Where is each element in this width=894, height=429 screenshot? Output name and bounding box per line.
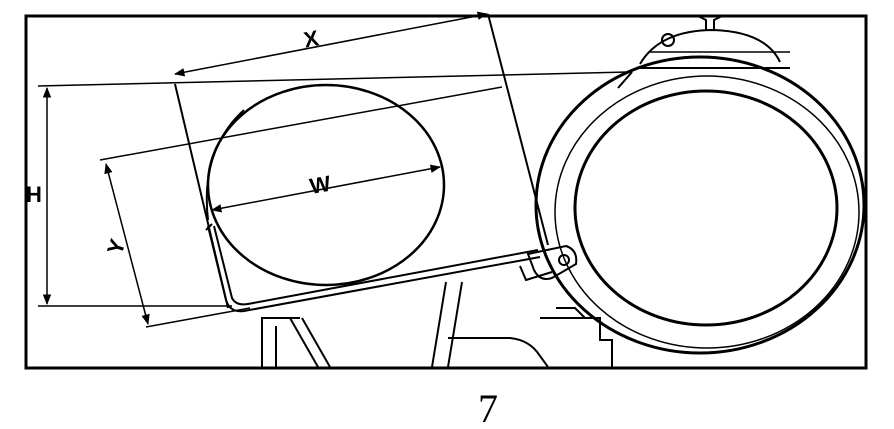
dimension-h xyxy=(37,71,629,307)
dimension-x xyxy=(173,11,489,77)
saw-wheel-housing xyxy=(534,15,866,355)
machine-base xyxy=(261,281,613,368)
label-w: W xyxy=(308,171,333,199)
dimension-y xyxy=(99,86,503,328)
capacity-rectangle xyxy=(174,13,549,309)
label-h: H xyxy=(26,182,42,207)
dimension-w xyxy=(210,164,442,213)
label-x: X xyxy=(302,25,321,52)
figure-number: 7 xyxy=(478,386,498,429)
workpiece-rim xyxy=(205,109,245,221)
